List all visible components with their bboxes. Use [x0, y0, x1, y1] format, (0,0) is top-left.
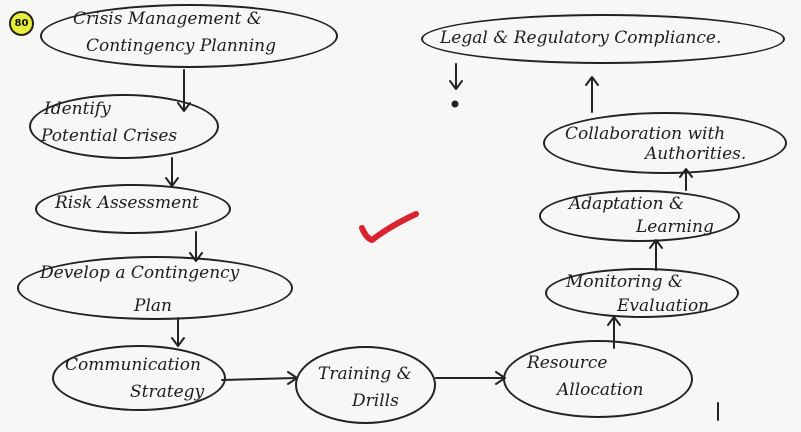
node-adaptation-learning-line2: Learning: [636, 217, 714, 237]
node-legal-compliance-line1: Legal & Regulatory Compliance.: [440, 28, 722, 48]
node-communication-strategy[interactable]: [52, 345, 226, 411]
node-crisis-management-line2: Contingency Planning: [86, 36, 277, 56]
node-adaptation-learning-line1: Adaptation &: [569, 194, 685, 214]
node-collaboration[interactable]: [543, 112, 787, 174]
node-training-drills-line2: Drills: [352, 391, 399, 411]
node-resource-allocation-line1: Resource: [527, 353, 608, 373]
node-crisis-management[interactable]: [40, 4, 338, 68]
node-develop-plan-line1: Develop a Contingency: [40, 263, 240, 283]
node-resource-allocation[interactable]: [503, 340, 693, 418]
node-identify-crises-line2: Potential Crises: [41, 126, 178, 146]
ink-dot: [451, 100, 459, 108]
node-collaboration-line1: Collaboration with: [565, 124, 726, 144]
node-adaptation-learning[interactable]: [539, 190, 740, 242]
checkmark-icon: [359, 211, 419, 243]
node-risk-assessment[interactable]: [35, 184, 231, 234]
node-identify-crises-line1: Identify: [44, 99, 111, 119]
node-legal-compliance[interactable]: [421, 14, 785, 64]
node-communication-strategy-line2: Strategy: [130, 382, 205, 402]
arrow-communication-to-training: [221, 377, 297, 381]
node-training-drills[interactable]: [295, 346, 436, 424]
node-identify-crises[interactable]: [29, 94, 219, 159]
node-monitoring-evaluation-line1: Monitoring &: [566, 272, 684, 292]
node-monitoring-evaluation-line2: Evaluation: [617, 296, 710, 316]
node-monitoring-evaluation[interactable]: [545, 268, 739, 318]
node-crisis-management-line1: Crisis Management &: [73, 9, 262, 29]
node-training-drills-line1: Training &: [318, 364, 412, 384]
node-develop-plan-line2: Plan: [134, 296, 172, 316]
question-number-badge: 80: [9, 11, 34, 36]
node-develop-plan[interactable]: [17, 256, 293, 320]
node-risk-assessment-line1: Risk Assessment: [55, 193, 199, 213]
node-communication-strategy-line1: Communication: [65, 355, 201, 375]
node-resource-allocation-line2: Allocation: [557, 380, 644, 400]
node-collaboration-line2: Authorities.: [645, 144, 747, 164]
